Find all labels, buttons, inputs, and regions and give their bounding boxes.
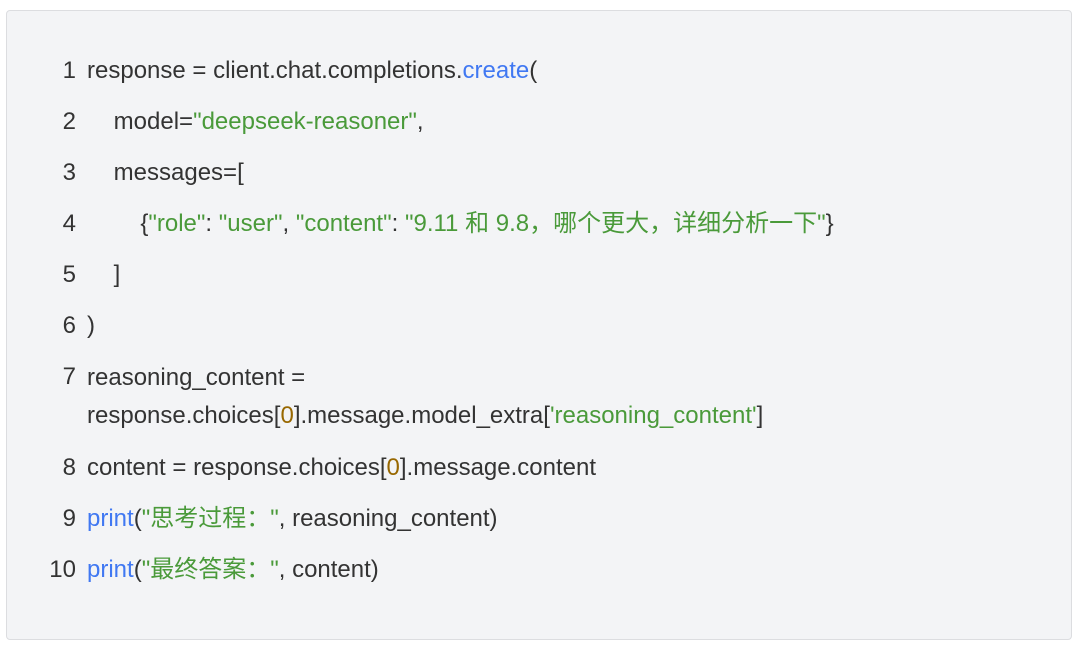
- code-token-function: print: [87, 505, 134, 532]
- code-token-default: ): [87, 312, 95, 339]
- code-token-string: "user": [218, 210, 283, 237]
- code-text: content = response.choices[0].message.co…: [87, 450, 596, 486]
- code-text: print("思考过程：", reasoning_content): [87, 501, 498, 537]
- code-token-default: content = response.choices[: [87, 454, 387, 481]
- code-line: 9 print("思考过程：", reasoning_content): [7, 501, 1071, 537]
- line-number: 2: [62, 108, 76, 135]
- code-text: ): [87, 308, 95, 344]
- code-text: messages=[: [87, 155, 244, 191]
- code-token-default: reasoning_content = response.choices[: [87, 364, 312, 429]
- code-token-string: 'reasoning_content': [549, 402, 757, 429]
- line-number: 3: [62, 159, 76, 186]
- code-line: 8 content = response.choices[0].message.c…: [7, 450, 1071, 486]
- code-token-default: response = client.chat.completions.: [87, 57, 463, 84]
- code-text: ]: [87, 257, 121, 293]
- code-line: 3 messages=[: [7, 155, 1071, 191]
- code-token-default: ,: [282, 210, 296, 237]
- code-token-default: ].message.model_extra[: [293, 402, 550, 429]
- code-line: 5 ]: [7, 257, 1071, 293]
- code-token-function: print: [87, 556, 134, 583]
- code-token-default: ,: [416, 108, 424, 135]
- code-token-default: ].message.content: [399, 454, 597, 481]
- code-token-default: }: [825, 210, 834, 237]
- code-line: 10 print("最终答案：", content): [7, 552, 1071, 588]
- code-token-string: "role": [148, 210, 206, 237]
- code-token-string: "content": [295, 210, 392, 237]
- code-text: model="deepseek-reasoner",: [87, 104, 424, 140]
- code-token-default: {: [87, 210, 149, 237]
- code-text: response = client.chat.completions.creat…: [87, 53, 537, 89]
- line-number: 9: [62, 505, 76, 532]
- code-token-function: create: [462, 57, 530, 84]
- code-token-default: :: [205, 210, 219, 237]
- code-token-default: ]: [87, 261, 121, 288]
- code-token-default: ]: [756, 402, 764, 429]
- code-token-string: "9.11 和 9.8，哪个更大，详细分析一下": [404, 210, 826, 237]
- line-number: 5: [62, 261, 76, 288]
- code-token-string: "deepseek-reasoner": [193, 108, 417, 135]
- code-token-default: messages=[: [87, 159, 244, 186]
- line-number: 10: [49, 556, 76, 583]
- code-token-default: model=: [87, 108, 194, 135]
- code-token-string: "思考过程：": [141, 505, 279, 532]
- code-block: 1 response = client.chat.completions.crea…: [6, 10, 1072, 640]
- code-token-default: (: [133, 505, 142, 532]
- code-line: 4 {"role": "user", "content": "9.11 和 9.…: [7, 206, 1071, 242]
- code-text: {"role": "user", "content": "9.11 和 9.8，…: [87, 206, 834, 242]
- code-token-string: "最终答案：": [141, 556, 279, 583]
- line-number: 8: [62, 454, 76, 481]
- line-number: 7: [62, 363, 76, 390]
- code-token-default: (: [529, 57, 538, 84]
- code-token-default: , content): [278, 556, 379, 583]
- code-token-default: :: [391, 210, 405, 237]
- line-number: 6: [62, 312, 76, 339]
- code-token-default: (: [133, 556, 142, 583]
- code-text: print("最终答案：", content): [87, 552, 379, 588]
- line-number: 1: [62, 57, 76, 84]
- code-line: 6): [7, 308, 1071, 344]
- code-line: 1 response = client.chat.completions.crea…: [7, 53, 1071, 89]
- code-line: 7 reasoning_content = response.choices[0]…: [7, 359, 1071, 435]
- line-number: 4: [62, 210, 76, 237]
- code-lines: 1 response = client.chat.completions.crea…: [7, 53, 1071, 603]
- code-token-default: , reasoning_content): [278, 505, 498, 532]
- code-token-number: 0: [280, 402, 294, 429]
- code-line: 2 model="deepseek-reasoner",: [7, 104, 1071, 140]
- code-token-number: 0: [386, 454, 400, 481]
- code-text: reasoning_content = response.choices[0].…: [87, 359, 877, 435]
